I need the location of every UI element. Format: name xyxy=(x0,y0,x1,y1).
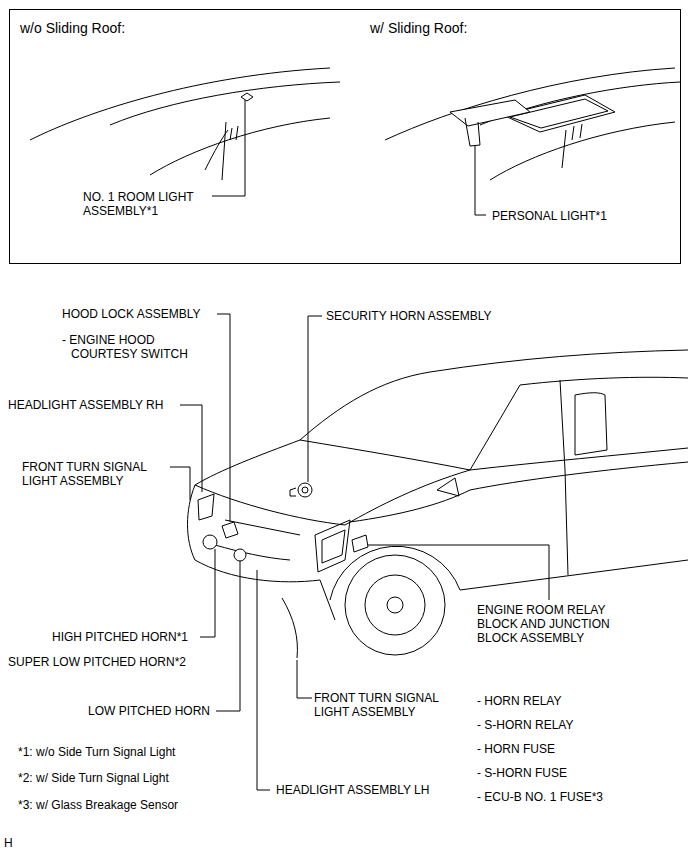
view-heading: w/o Sliding Roof: xyxy=(20,20,125,36)
part-sublabel: - HORN FUSE xyxy=(477,742,555,756)
part-sublabel: - ENGINE HOOD COURTESY SWITCH xyxy=(62,333,191,361)
part-label: ENGINE ROOM RELAY BLOCK AND JUNCTION BLO… xyxy=(477,603,627,645)
footnote: *3: w/ Glass Breakage Sensor xyxy=(18,798,178,812)
footnote: *2: w/ Side Turn Signal Light xyxy=(18,771,169,785)
part-label: LOW PITCHED HORN xyxy=(88,704,210,718)
footnote: *1: w/o Side Turn Signal Light xyxy=(18,745,175,759)
view-heading: w/ Sliding Roof: xyxy=(370,20,467,36)
part-label: SUPER LOW PITCHED HORN*2 xyxy=(8,655,186,669)
part-label: PERSONAL LIGHT*1 xyxy=(492,209,607,223)
roof-view-left xyxy=(30,68,340,196)
part-sublabel: - HORN RELAY xyxy=(477,694,561,708)
part-sublabel: - S-HORN FUSE xyxy=(477,766,567,780)
part-symbols xyxy=(203,483,368,561)
part-sublabel: - S-HORN RELAY xyxy=(477,718,573,732)
part-sublabel: - ECU-B NO. 1 FUSE*3 xyxy=(477,790,603,804)
part-label: HEADLIGHT ASSEMBLY RH xyxy=(8,398,163,412)
part-label: HEADLIGHT ASSEMBLY LH xyxy=(276,783,429,797)
car-body xyxy=(188,350,689,658)
figure-code: H xyxy=(4,836,13,850)
part-label: NO. 1 ROOM LIGHT ASSEMBLY*1 xyxy=(83,190,215,218)
part-label: HOOD LOCK ASSEMBLY xyxy=(62,307,201,321)
part-label: FRONT TURN SIGNAL LIGHT ASSEMBLY xyxy=(22,460,170,488)
roof-view-right xyxy=(385,68,680,215)
part-label: FRONT TURN SIGNAL LIGHT ASSEMBLY xyxy=(314,691,454,719)
part-label: SECURITY HORN ASSEMBLY xyxy=(326,309,492,323)
part-label: HIGH PITCHED HORN*1 xyxy=(52,630,188,644)
variant-panel: w/o Sliding Roof: w/ Sliding Roof: NO. 1 R… xyxy=(9,9,681,264)
